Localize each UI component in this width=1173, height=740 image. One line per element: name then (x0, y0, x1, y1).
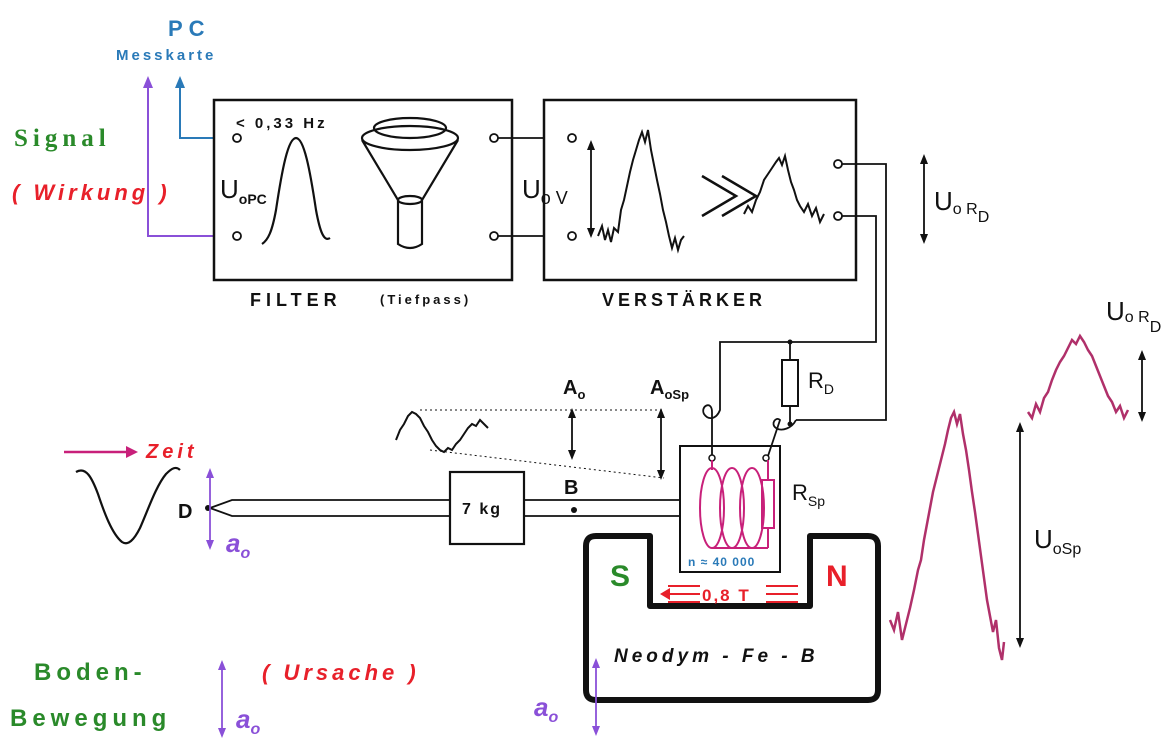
u-osp-label: UoSp (1034, 524, 1081, 558)
rsp-label: RSp (792, 480, 825, 509)
amplified-waveform (597, 128, 685, 254)
coil-box (679, 445, 781, 573)
wirkung-label: ( Wirkung ) (12, 180, 171, 205)
a-o-arrowhead-up (568, 408, 576, 418)
filter-output-terminal-top (232, 133, 242, 143)
signal-wire-purple (147, 82, 236, 237)
a-o-left-label: ao (226, 528, 250, 562)
u-osp-arrowhead-down (1016, 638, 1024, 648)
rd-resistor (781, 359, 799, 407)
filter-output-waveform (261, 136, 331, 245)
coil-windings (699, 460, 775, 549)
magnet-motion-arrowhead-down (592, 726, 600, 736)
zeit-arrowhead (126, 446, 138, 458)
u-ord2-label: Uo RD (1106, 296, 1161, 336)
u-ord2-arrowhead-down (1138, 412, 1146, 422)
u-ord-arrowhead-down (920, 234, 928, 244)
dotted-guide-bottom (429, 449, 665, 479)
filter-output-arrowhead-blue (175, 76, 185, 88)
amp-output-terminal-top (567, 133, 577, 143)
u-ov-label: Uo V (522, 174, 568, 208)
wire-amp-to-coil-inner (719, 215, 877, 392)
filter-input-terminal-bottom (489, 231, 499, 241)
signal-label: Signal (14, 125, 111, 152)
pole-n: N (826, 560, 848, 593)
filter-title: FILTER (250, 290, 342, 310)
a-o-mid-label: ao (534, 692, 558, 726)
amp-input-terminal-bottom (833, 211, 843, 221)
a-osp-arrowhead-down (657, 470, 665, 480)
u-ov-arrowhead-down (587, 228, 595, 238)
ground-motion-arrowhead-down (218, 728, 226, 738)
coil-lead-left (702, 392, 721, 456)
wire-amp-to-coil-outer (796, 163, 887, 421)
u-opc-label: UoPC (220, 174, 267, 207)
pivot-motion-arrowhead-down (206, 540, 214, 550)
mass-block (448, 470, 526, 546)
signal-arrowhead-purple (143, 76, 153, 88)
magnet-material-label: Neodym - Fe - B (614, 646, 819, 667)
magnet-motion-arrowhead-up (592, 658, 600, 668)
magnet-body (583, 533, 881, 703)
magnetic-field-arrows (660, 585, 798, 603)
resistor-voltage-waveform (1026, 333, 1130, 422)
a-osp-arrowhead-up (657, 408, 665, 418)
filter-box (212, 98, 514, 282)
a-osp-label: AoSp (650, 377, 689, 402)
zeit-label: Zeit (145, 441, 198, 463)
pendulum-beam (209, 499, 680, 517)
pivot-motion-arrowhead-up (206, 468, 214, 478)
u-ord2-arrowhead-up (1138, 350, 1146, 360)
tiefpass-label: (Tiefpass) (380, 292, 471, 307)
ground-motion-arrowhead-up (218, 660, 226, 670)
boden-label: Boden- (34, 659, 147, 686)
u-osp-arrowhead-up (1016, 422, 1024, 432)
coil-lead-right (767, 418, 797, 457)
amplifier-title: VERSTÄRKER (602, 290, 766, 310)
filter-frequency-label: < 0,33 Hz (236, 115, 328, 132)
beam-oscillation-waveform (395, 410, 489, 454)
d-label: D (178, 501, 192, 523)
pc-label: PC (168, 16, 211, 41)
field-strength-label: 0,8 T (702, 586, 751, 605)
rd-label: RD (808, 368, 834, 397)
amplify-symbol (701, 174, 759, 218)
a-o-label: Ao (563, 377, 585, 402)
filter-output-terminal-bottom (232, 231, 242, 241)
amp-input-terminal-top (833, 159, 843, 169)
b-label: B (564, 477, 578, 499)
coil-terminal-right (762, 454, 770, 462)
ground-motion-waveform (75, 466, 181, 545)
amp-output-terminal-bottom (567, 231, 577, 241)
raw-waveform (743, 152, 825, 225)
u-ov-arrowhead-up (587, 140, 595, 150)
windings-label: n ≈ 40 000 (688, 555, 755, 569)
pole-s: S (610, 560, 630, 593)
rd-node-top (787, 339, 793, 345)
messkarte-label: Messkarte (116, 47, 216, 64)
a-o-arrowhead-down (568, 450, 576, 460)
u-ord-label: Uo RD (934, 186, 989, 226)
b-point (571, 507, 577, 513)
ursache-label: ( Ursache ) (262, 660, 420, 685)
funnel-icon (360, 116, 460, 250)
amplifier-box (542, 98, 858, 282)
bewegung-label: Bewegung (10, 705, 171, 732)
mass-label: 7 kg (462, 501, 502, 518)
coil-voltage-waveform (888, 408, 1006, 661)
filter-input-terminal-top (489, 133, 499, 143)
u-ord-arrowhead-up (920, 154, 928, 164)
a-o-bottom-label: ao (236, 704, 260, 738)
